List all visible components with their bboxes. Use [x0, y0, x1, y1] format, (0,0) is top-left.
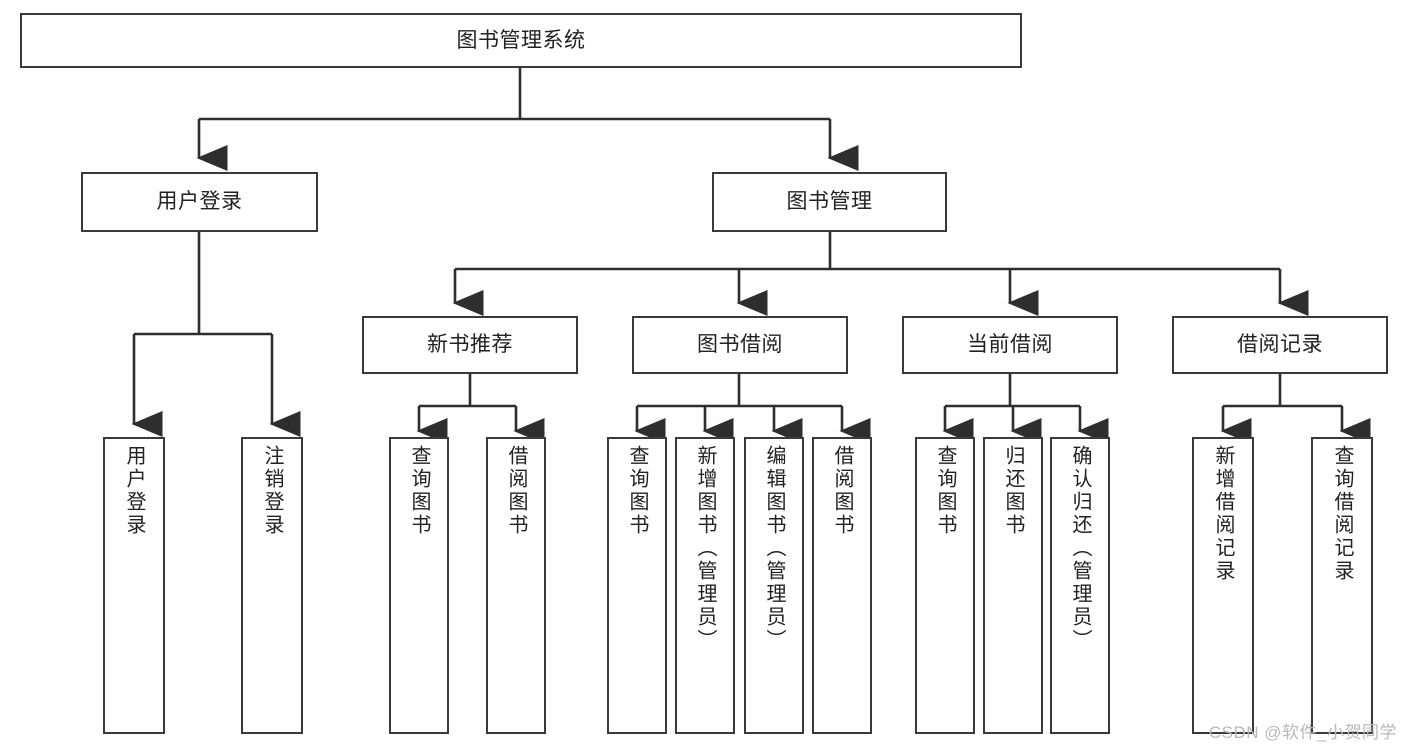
node-label: 查询图书	[934, 445, 956, 537]
node-label: 新增图书（管理员）	[694, 445, 716, 652]
node-label: 借阅图书	[505, 445, 527, 537]
leaf-borrow-query-book[interactable]: 查询图书	[607, 437, 667, 734]
node-label: 查询图书	[626, 445, 648, 537]
node-label: 新书推荐	[427, 333, 513, 357]
leaf-current-return-book[interactable]: 归还图书	[983, 437, 1043, 734]
node-new-book-recommend[interactable]: 新书推荐	[362, 316, 578, 374]
node-label: 图书借阅	[697, 333, 783, 357]
node-label: 借阅图书	[831, 445, 853, 537]
leaf-current-confirm-return-admin[interactable]: 确认归还（管理员）	[1050, 437, 1110, 734]
node-label: 借阅记录	[1237, 333, 1323, 357]
node-label: 查询借阅记录	[1331, 445, 1353, 583]
leaf-borrow-borrow-book[interactable]: 借阅图书	[812, 437, 872, 734]
leaf-record-query-record[interactable]: 查询借阅记录	[1311, 437, 1373, 734]
csdn-watermark: CSDN @软件_小贺同学	[1208, 723, 1397, 742]
node-label: 新增借阅记录	[1212, 445, 1234, 583]
leaf-current-query-book[interactable]: 查询图书	[915, 437, 975, 734]
node-label: 当前借阅	[967, 333, 1053, 357]
node-label: 确认归还（管理员）	[1069, 445, 1091, 652]
node-label: 编辑图书（管理员）	[763, 445, 785, 652]
leaf-borrow-edit-book-admin[interactable]: 编辑图书（管理员）	[744, 437, 804, 734]
node-label: 归还图书	[1002, 445, 1024, 537]
node-root-system[interactable]: 图书管理系统	[20, 13, 1022, 68]
leaf-new-book-query[interactable]: 查询图书	[389, 437, 449, 734]
node-label: 用户登录	[156, 190, 243, 214]
leaf-borrow-add-book-admin[interactable]: 新增图书（管理员）	[675, 437, 735, 734]
leaf-new-book-borrow[interactable]: 借阅图书	[486, 437, 546, 734]
node-label: 图书管理系统	[456, 28, 586, 52]
node-user-login[interactable]: 用户登录	[81, 172, 318, 232]
node-label: 查询图书	[408, 445, 430, 537]
node-label: 注销登录	[261, 445, 283, 537]
node-borrow-record[interactable]: 借阅记录	[1172, 316, 1388, 374]
node-book-management[interactable]: 图书管理	[712, 172, 947, 232]
node-label: 用户登录	[123, 445, 145, 537]
leaf-user-login-logout[interactable]: 注销登录	[241, 437, 303, 734]
node-current-borrow[interactable]: 当前借阅	[902, 316, 1118, 374]
node-book-borrow[interactable]: 图书借阅	[632, 316, 848, 374]
leaf-record-add-record[interactable]: 新增借阅记录	[1192, 437, 1254, 734]
node-label: 图书管理	[786, 190, 873, 214]
leaf-user-login-login[interactable]: 用户登录	[103, 437, 165, 734]
